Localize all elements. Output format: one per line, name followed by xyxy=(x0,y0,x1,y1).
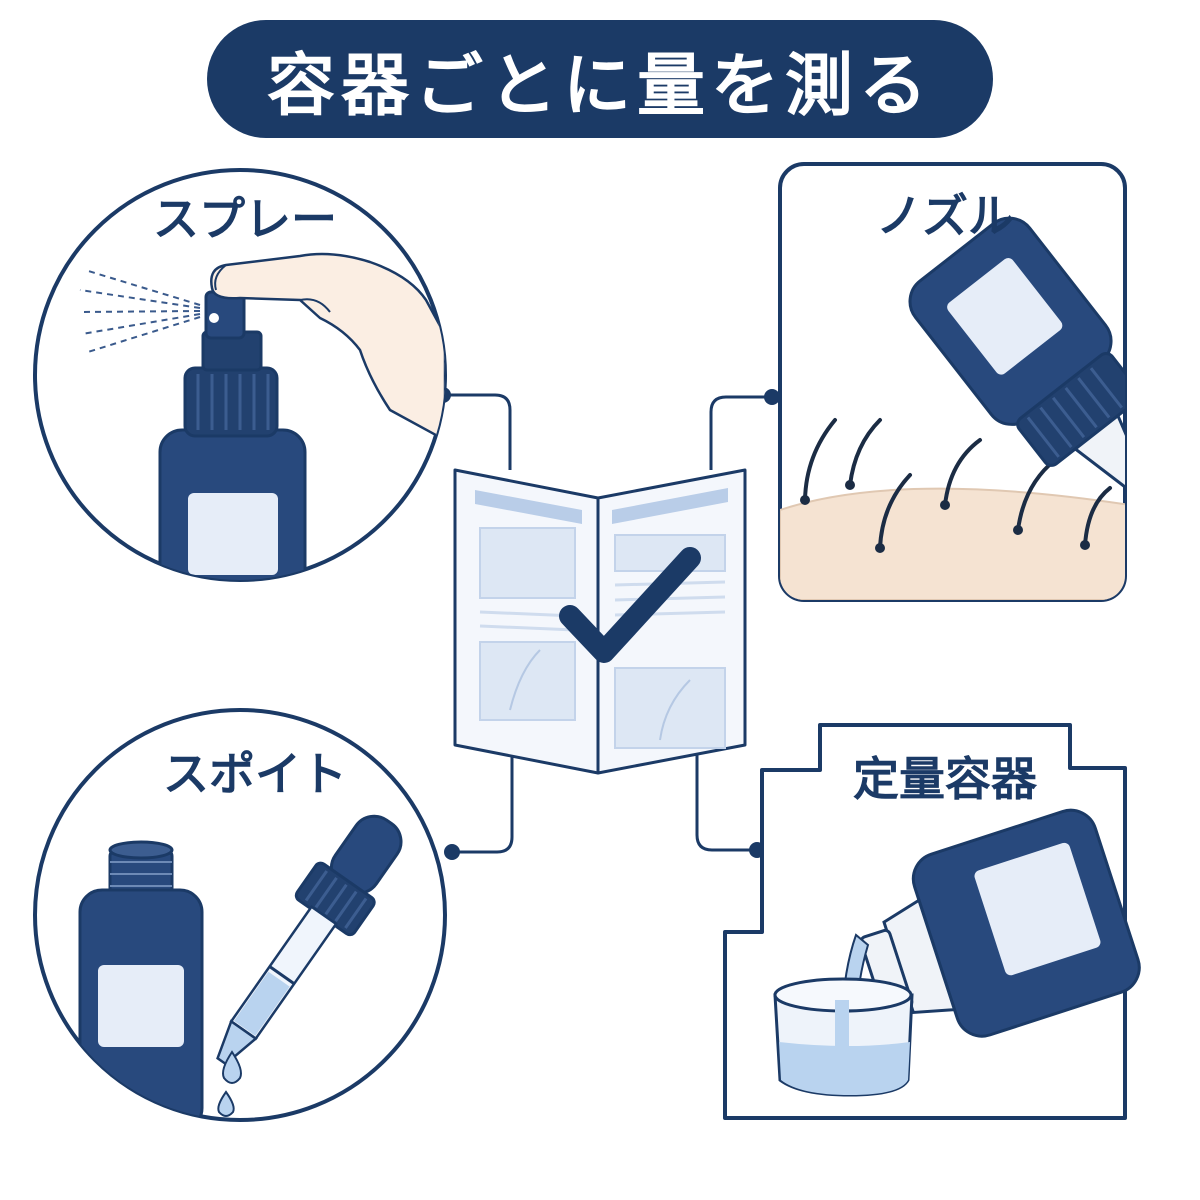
scalp-icon xyxy=(780,487,1125,600)
title-banner: 容器ごとに量を測る xyxy=(207,20,993,138)
connector-nozzle xyxy=(709,395,772,470)
drop-icon xyxy=(222,1050,242,1084)
instruction-leaflet xyxy=(453,468,747,775)
checkmark-icon xyxy=(559,547,701,663)
connector-dot-dropper xyxy=(444,844,460,860)
panel-label-nozzle: ノズル xyxy=(876,189,1014,243)
panel-label-measuring: 定量容器 xyxy=(853,752,1038,806)
panel-dropper: スポイト xyxy=(33,708,447,1122)
connector-spray xyxy=(443,393,512,470)
measuring-cup-icon xyxy=(773,977,914,1097)
drop-icon xyxy=(217,1090,235,1117)
panel-nozzle: ノズル xyxy=(778,162,1127,602)
connector-lines xyxy=(443,393,772,854)
nozzle-bottle-icon xyxy=(908,216,1125,500)
page-title: 容器ごとに量を測る xyxy=(266,45,933,126)
panel-measuring: 定量容器 xyxy=(723,723,1141,1120)
hand-icon xyxy=(210,252,445,443)
connector-dropper xyxy=(452,755,514,854)
connector-measuring xyxy=(695,755,757,852)
connector-dot-nozzle xyxy=(764,389,780,405)
panel-spray: スプレー xyxy=(33,168,447,582)
measuring-bottle-icon xyxy=(859,808,1141,1038)
hair-strands xyxy=(803,418,1112,550)
pipette-icon xyxy=(216,814,403,1066)
panel-label-spray: スプレー xyxy=(153,192,337,246)
mist-icon xyxy=(79,269,201,353)
panel-label-dropper: スポイト xyxy=(163,747,347,801)
